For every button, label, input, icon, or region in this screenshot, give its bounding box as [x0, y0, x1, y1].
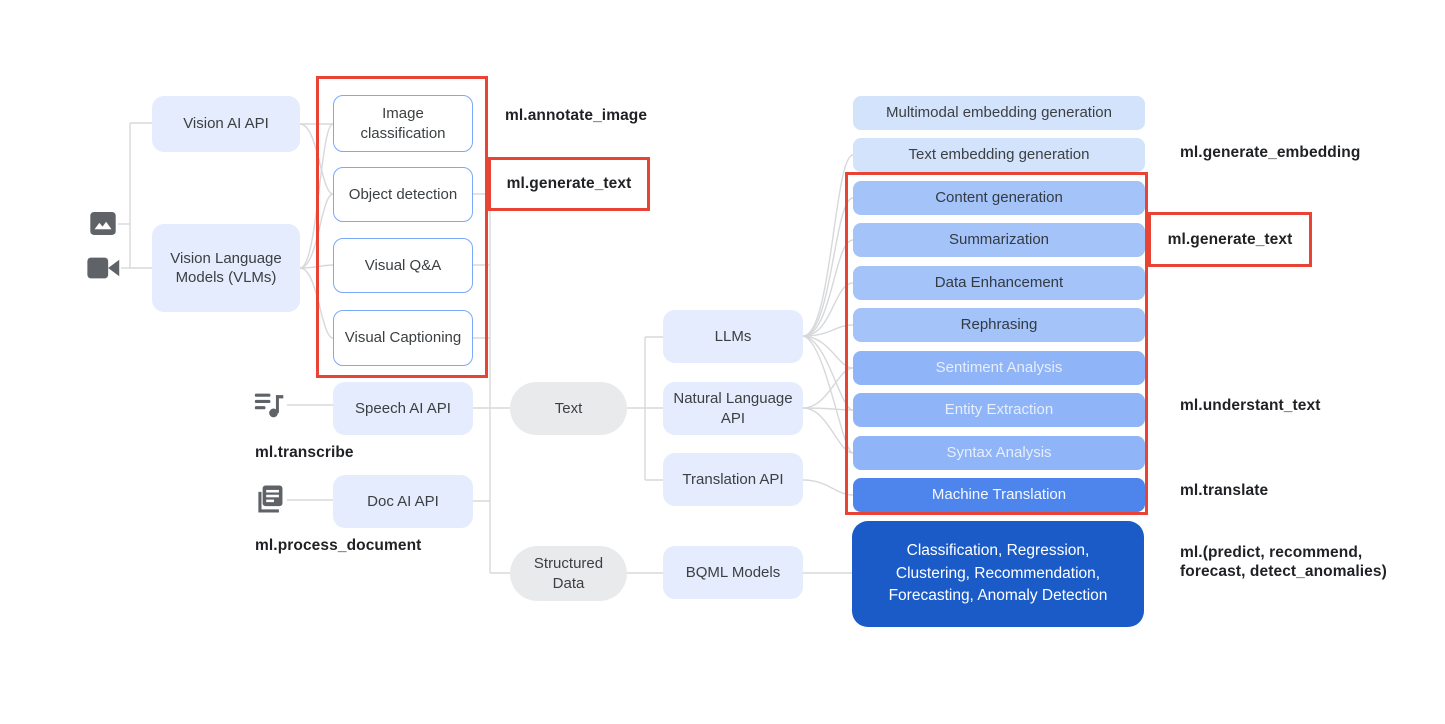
image-classification-label: Image classification — [360, 105, 446, 142]
annotation-understand-text: ml.understant_text — [1180, 397, 1321, 414]
capability-label: Text embedding generation — [908, 146, 1090, 164]
generate-text-left-highlight-box: ml.generate_text — [488, 157, 650, 211]
doc-ai-api-label: Doc AI API — [367, 492, 439, 510]
translation-api-label: Translation API — [682, 470, 784, 488]
text-stage-node: Text — [510, 382, 627, 435]
bqml-capabilities-node: Classification, Regression, Clustering, … — [852, 521, 1144, 627]
annotation-generate-text-right: ml.generate_text — [1167, 230, 1293, 248]
natural-language-api-label: Natural Language API — [673, 390, 793, 427]
annotation-predict-group: ml.(predict, recommend, forecast, detect… — [1180, 544, 1387, 581]
image-icon — [88, 209, 118, 238]
bqml-capabilities-label: Classification, Regression, Clustering, … — [888, 542, 1108, 605]
vision-ai-api-label: Vision AI API — [183, 115, 269, 133]
capability-label: Data Enhancement — [934, 274, 1064, 292]
capability-syntax-analysis: Syntax Analysis — [853, 436, 1145, 470]
vision-ai-api-node: Vision AI API — [152, 96, 300, 152]
video-camera-icon — [86, 254, 122, 282]
capability-rephrasing: Rephrasing — [853, 308, 1145, 342]
speech-ai-api-label: Speech AI API — [355, 399, 451, 417]
natural-language-api-node: Natural Language API — [663, 382, 803, 435]
llms-label: LLMs — [714, 327, 752, 345]
visual-qa-node: Visual Q&A — [333, 238, 473, 293]
capability-label: Rephrasing — [960, 316, 1038, 334]
capability-label: Machine Translation — [931, 486, 1067, 504]
annotation-translate: ml.translate — [1180, 482, 1269, 499]
music-note-icon — [251, 388, 287, 422]
capability-label: Syntax Analysis — [946, 444, 1052, 462]
text-stage-label: Text — [554, 399, 583, 417]
capability-machine-translation: Machine Translation — [853, 478, 1145, 512]
visual-captioning-node: Visual Captioning — [333, 310, 473, 366]
capability-label: Content generation — [935, 189, 1063, 207]
capability-label: Entity Extraction — [944, 401, 1054, 419]
structured-data-stage-label: Structured Data — [533, 555, 604, 592]
capability-label: Sentiment Analysis — [935, 359, 1063, 377]
annotation-process-document: ml.process_document — [255, 537, 422, 554]
bqml-models-node: BQML Models — [663, 546, 803, 599]
bqml-models-label: BQML Models — [685, 563, 781, 581]
capability-label: Summarization — [948, 231, 1050, 249]
object-detection-label: Object detection — [348, 185, 458, 203]
capability-text-embedding: Text embedding generation — [853, 138, 1145, 172]
capability-entity-extraction: Entity Extraction — [853, 393, 1145, 427]
annotation-annotate-image: ml.annotate_image — [505, 107, 648, 124]
structured-data-stage-node: Structured Data — [510, 546, 627, 601]
image-classification-node: Image classification — [333, 95, 473, 152]
speech-ai-api-node: Speech AI API — [333, 382, 473, 435]
capability-sentiment-analysis: Sentiment Analysis — [853, 351, 1145, 385]
vlms-node: Vision Language Models (VLMs) — [152, 224, 300, 312]
annotation-transcribe: ml.transcribe — [255, 444, 354, 461]
vlms-label: Vision Language Models (VLMs) — [170, 249, 282, 286]
capability-summarization: Summarization — [853, 223, 1145, 257]
capability-content-generation: Content generation — [853, 181, 1145, 215]
object-detection-node: Object detection — [333, 167, 473, 222]
capability-data-enhancement: Data Enhancement — [853, 266, 1145, 300]
translation-api-node: Translation API — [663, 453, 803, 506]
generate-text-right-highlight-box: ml.generate_text — [1148, 212, 1312, 267]
doc-ai-api-node: Doc AI API — [333, 475, 473, 528]
capability-label: Multimodal embedding generation — [886, 104, 1112, 122]
document-stack-icon — [251, 482, 287, 516]
visual-qa-label: Visual Q&A — [364, 256, 442, 274]
visual-captioning-label: Visual Captioning — [344, 329, 462, 347]
capability-multimodal-embedding: Multimodal embedding generation — [853, 96, 1145, 130]
annotation-generate-text-left: ml.generate_text — [506, 175, 632, 193]
llms-node: LLMs — [663, 310, 803, 363]
annotation-generate-embedding: ml.generate_embedding — [1180, 144, 1361, 161]
